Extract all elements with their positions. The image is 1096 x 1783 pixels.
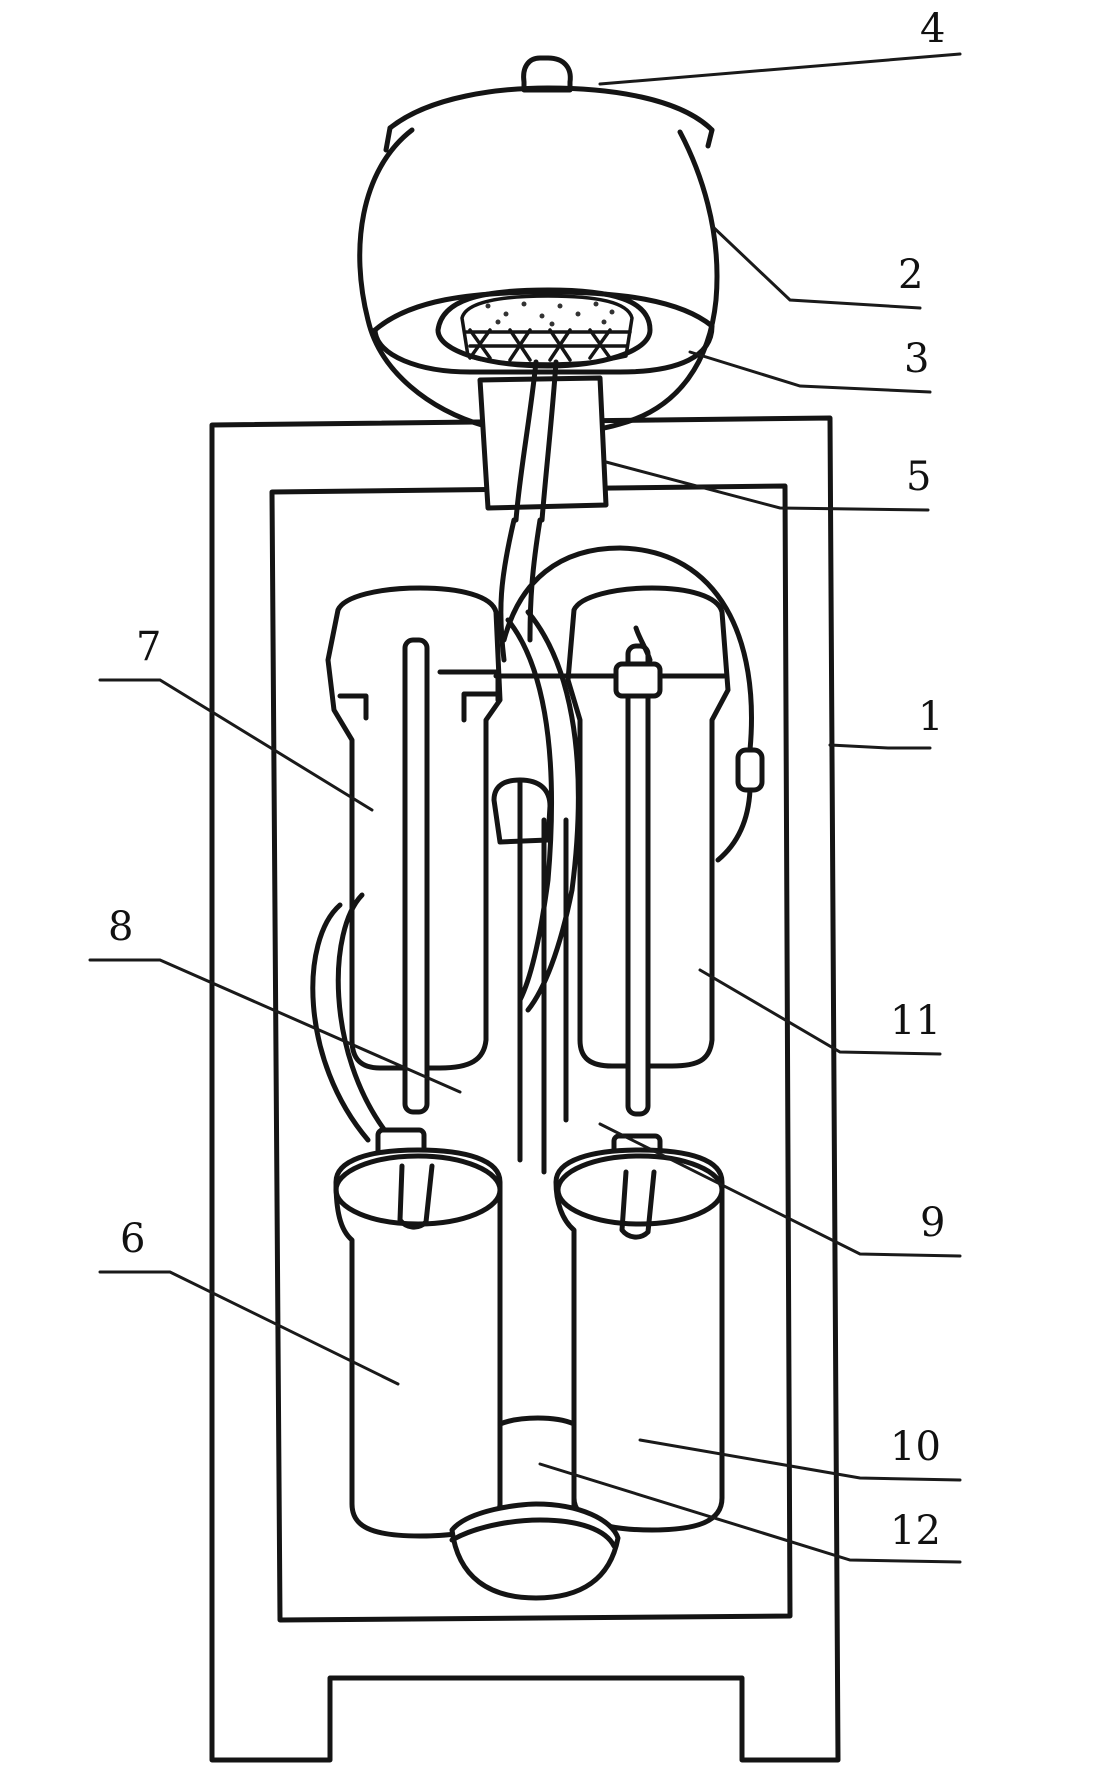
mesh-basket — [435, 287, 653, 369]
middle-hoses — [491, 517, 581, 1175]
callout-3: 3 — [904, 336, 929, 382]
callout-7: 7 — [136, 624, 161, 670]
dome-assembly — [357, 55, 720, 436]
callout-leaders — [88, 52, 962, 1564]
callout-12: 12 — [890, 1508, 941, 1554]
right-center-tube — [625, 643, 651, 1117]
callout-10: 10 — [890, 1424, 941, 1470]
callout-5: 5 — [906, 454, 931, 500]
callout-8: 8 — [108, 904, 133, 950]
callout-11: 11 — [890, 998, 941, 1044]
callout-6: 6 — [120, 1216, 145, 1262]
callout-4: 4 — [920, 6, 945, 52]
left-center-tube — [402, 637, 430, 1115]
callout-1: 1 — [918, 694, 943, 740]
lid-rim — [387, 85, 715, 133]
neck-connector — [477, 359, 609, 523]
callout-9: 9 — [920, 1200, 945, 1246]
callout-labels: 4 2 3 5 7 1 8 11 9 6 10 12 — [108, 6, 945, 1554]
basket-dots — [485, 301, 615, 327]
lid-knob — [521, 55, 573, 93]
bottom-tank — [449, 1415, 621, 1601]
right-valve — [735, 747, 765, 793]
left-cartridge — [333, 1127, 503, 1539]
right-filter-housing — [493, 545, 765, 1117]
left-filter-housing — [310, 585, 503, 1143]
right-cartridge — [553, 1133, 725, 1533]
cabinet-frame — [209, 415, 841, 1763]
callout-2: 2 — [898, 252, 923, 298]
